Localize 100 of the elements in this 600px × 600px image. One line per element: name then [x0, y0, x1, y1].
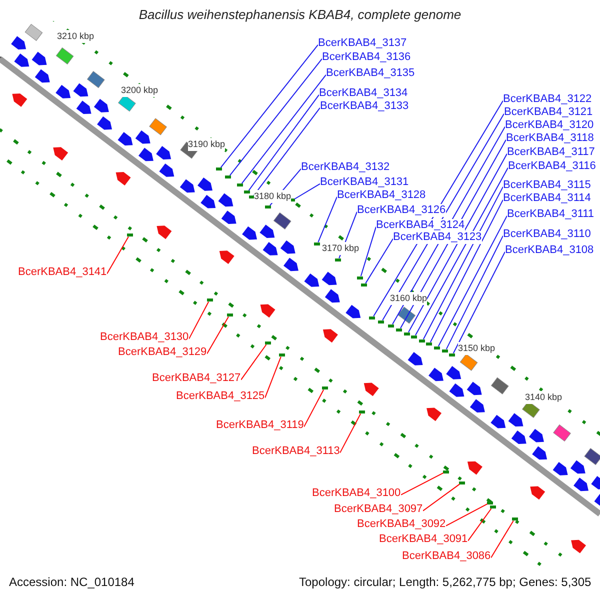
- gene-mark: [378, 320, 384, 324]
- position-label: 3170 kbp: [322, 242, 360, 255]
- leader-line: [422, 484, 460, 512]
- leader-line: [414, 167, 508, 336]
- gene-mark: [449, 354, 455, 356]
- gene-label: BcerKBAB4_3120: [505, 119, 594, 132]
- gene-label: BcerKBAB4_3113: [252, 445, 340, 458]
- position-label: 3210 kbp: [57, 30, 94, 43]
- gene-mark: [369, 316, 375, 320]
- gene-label: BcerKBAB4_3133: [320, 100, 409, 113]
- gene-label: BcerKBAB4_3091: [379, 533, 468, 546]
- gene-label: BcerKBAB4_3132: [301, 161, 390, 174]
- gene-mark: [265, 206, 271, 208]
- gene-label: BcerKBAB4_3108: [505, 244, 594, 257]
- gene-mark: [512, 518, 518, 520]
- leader-line: [264, 356, 282, 398]
- leader-line: [430, 199, 504, 343]
- leader-line: [304, 389, 324, 428]
- gene-mark: [388, 324, 394, 328]
- gene-mark: [244, 190, 250, 194]
- gene-label: BcerKBAB4_3127: [152, 372, 241, 385]
- leader-line: [229, 58, 322, 176]
- gene-mark: [419, 340, 425, 342]
- gene-mark: [442, 350, 448, 352]
- leader-line: [365, 238, 394, 284]
- leader-line: [240, 344, 267, 380]
- gene-label: BcerKBAB4_3134: [319, 87, 408, 100]
- gene-label: BcerKBAB4_3141: [18, 266, 107, 279]
- gene-label: BcerKBAB4_3097: [334, 503, 423, 516]
- gene-mark: [207, 298, 213, 302]
- gene-mark: [426, 342, 432, 346]
- gene-mark: [265, 342, 271, 344]
- gene-label: BcerKBAB4_3128: [337, 189, 426, 202]
- gene-label: BcerKBAB4_3086: [402, 550, 491, 563]
- leader-line: [468, 508, 492, 542]
- leader-line: [340, 413, 362, 454]
- gene-label: BcerKBAB4_3123: [393, 231, 482, 244]
- leader-line: [400, 472, 444, 496]
- leader-line: [106, 236, 129, 274]
- gene-label: BcerKBAB4_3125: [176, 390, 265, 403]
- gene-label: BcerKBAB4_3137: [318, 37, 407, 50]
- gene-mark: [225, 176, 231, 178]
- gene-label: BcerKBAB4_3114: [503, 192, 591, 205]
- leader-line: [294, 183, 320, 200]
- gene-mark: [335, 258, 341, 262]
- leader-line: [220, 44, 318, 168]
- gene-mark: [127, 234, 133, 236]
- genome-summary-note: Topology: circular; Length: 5,262,775 bp; Genes: 5,305: [299, 576, 592, 589]
- gene-mark: [411, 336, 417, 338]
- leader-line: [248, 94, 320, 191]
- gene-mark: [434, 346, 440, 350]
- gene-mark: [443, 470, 449, 474]
- gene-mark: [396, 328, 402, 332]
- gene-label: BcerKBAB4_3111: [507, 208, 594, 221]
- leader-line: [446, 235, 504, 350]
- gene-mark: [487, 502, 493, 504]
- leader-line: [452, 251, 506, 354]
- leader-line: [318, 196, 338, 243]
- gene-mark: [227, 314, 233, 316]
- gene-label: BcerKBAB4_3100: [312, 487, 401, 500]
- gene-label: BcerKBAB4_3117: [507, 146, 595, 159]
- gene-label: BcerKBAB4_3129: [118, 346, 207, 359]
- gene-mark: [279, 354, 285, 356]
- position-label: 3180 kbp: [254, 190, 292, 203]
- gene-mark: [314, 242, 320, 246]
- gene-mark: [490, 506, 496, 508]
- leader-line: [490, 520, 514, 558]
- gene-label: BcerKBAB4_3126: [357, 204, 446, 217]
- gene-label: BcerKBAB4_3122: [503, 93, 592, 106]
- gene-label: BcerKBAB4_3121: [504, 106, 593, 119]
- leader-line: [422, 186, 504, 340]
- gene-mark: [216, 168, 222, 170]
- gene-mark: [322, 386, 328, 390]
- position-label: 3160 kbp: [390, 292, 428, 305]
- position-label: 3190 kbp: [188, 138, 226, 151]
- leader-line: [446, 503, 488, 526]
- gene-label: BcerKBAB4_3135: [326, 67, 415, 80]
- position-label: 3150 kbp: [458, 342, 496, 355]
- gene-label: BcerKBAB4_3130: [100, 331, 189, 344]
- gene-label: BcerKBAB4_3110: [503, 228, 591, 241]
- gene-mark: [361, 284, 367, 286]
- leader-line: [408, 153, 508, 333]
- gene-label: BcerKBAB4_3131: [320, 176, 409, 189]
- position-label: 3200 kbp: [121, 84, 158, 97]
- gene-mark: [237, 184, 243, 186]
- gene-mark: [249, 196, 255, 198]
- leader-line: [438, 215, 508, 347]
- gene-mark: [357, 276, 363, 280]
- accession-note: Accession: NC_010184: [9, 576, 134, 589]
- gene-label: BcerKBAB4_3118: [506, 132, 594, 145]
- leader-line: [360, 226, 376, 277]
- gene-mark: [359, 410, 365, 414]
- leader-line: [253, 107, 320, 196]
- gene-mark: [404, 332, 410, 336]
- leader-line: [206, 316, 229, 354]
- gene-label: BcerKBAB4_3119: [216, 419, 304, 432]
- position-label: 3140 kbp: [525, 391, 562, 404]
- gene-label: BcerKBAB4_3136: [322, 51, 411, 64]
- gene-label: BcerKBAB4_3124: [376, 219, 465, 232]
- gene-mark: [459, 482, 465, 484]
